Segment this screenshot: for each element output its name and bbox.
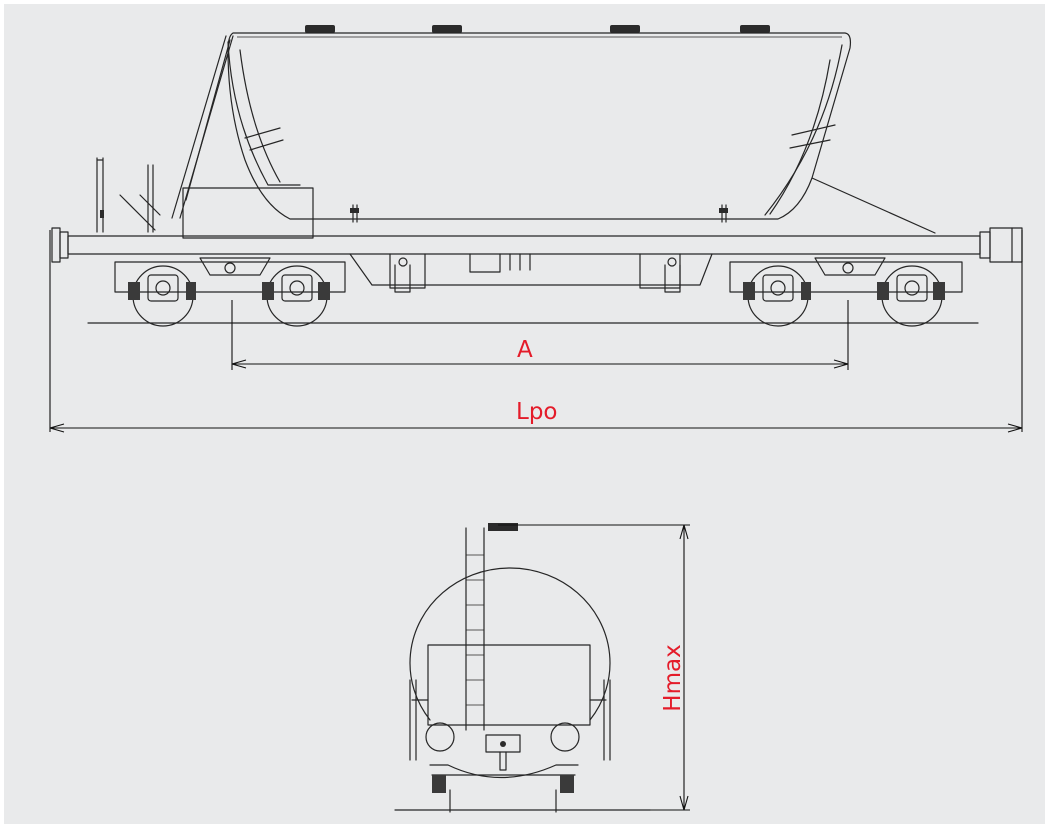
right-hopper-slope bbox=[764, 44, 843, 216]
end-buffer-right bbox=[550, 722, 580, 752]
roof-hatch-3 bbox=[610, 25, 640, 33]
roof-hatch-1 bbox=[305, 25, 335, 33]
end-tank-outline bbox=[409, 567, 611, 721]
left-hopper-slope bbox=[227, 41, 301, 186]
end-frame bbox=[427, 644, 591, 726]
end-railing-left bbox=[96, 157, 154, 233]
drawing-panel bbox=[4, 4, 1045, 824]
dimension-lpo-label: Lpo bbox=[516, 399, 558, 425]
roof-hatch-4 bbox=[740, 25, 770, 33]
left-strut bbox=[171, 35, 227, 219]
roof-hatch-2 bbox=[432, 25, 462, 33]
bogie-left bbox=[114, 257, 346, 327]
center-sill bbox=[349, 253, 713, 286]
end-view bbox=[394, 523, 651, 813]
dimension-hmax-label: Hmax bbox=[660, 644, 686, 711]
end-bogie bbox=[429, 764, 579, 778]
dimension-lpo: Lpo bbox=[49, 230, 1023, 433]
side-view bbox=[51, 25, 1023, 327]
dimension-a-label: A bbox=[517, 337, 533, 363]
end-ladder bbox=[465, 527, 485, 731]
dimension-hmax: Hmax bbox=[498, 524, 690, 811]
control-box bbox=[182, 187, 314, 239]
end-buffer-left bbox=[425, 722, 455, 752]
right-strut bbox=[811, 177, 936, 234]
dimension-a: A bbox=[231, 300, 849, 370]
end-roof-hatch bbox=[488, 523, 518, 531]
bogie-right bbox=[729, 257, 963, 327]
